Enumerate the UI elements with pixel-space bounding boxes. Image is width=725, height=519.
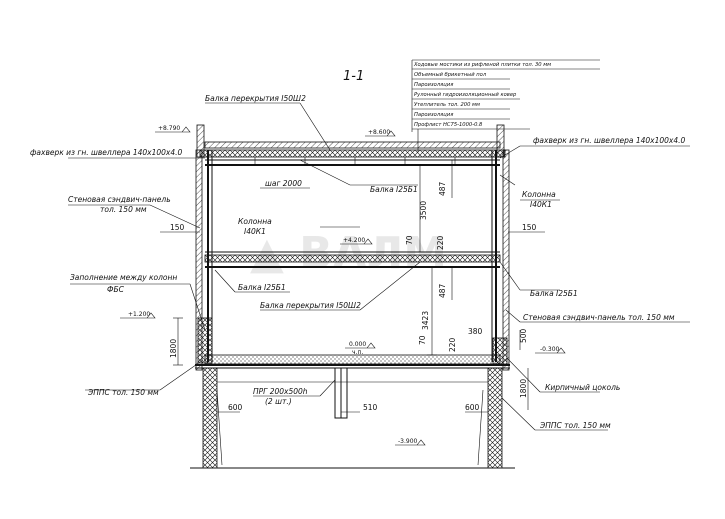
elev-8600: +8.600 <box>368 129 390 136</box>
mid-floor <box>204 251 501 268</box>
label-beam-i25-top: Балка I25Б1 <box>370 185 418 194</box>
dim-500: 500 <box>519 328 528 343</box>
label-purlin-left: фахверк из гн. швеллера 140х100х4.0 <box>30 148 183 157</box>
label-column-left-1: Колонна <box>238 217 272 226</box>
dim-600-left: 600 <box>228 403 243 412</box>
elev-0000-note: ч.п. <box>352 349 363 356</box>
dim-70-top: 70 <box>405 235 414 245</box>
ground-slab <box>195 354 510 369</box>
label-brick-plinth: Кирпичный цоколь <box>545 383 620 392</box>
label-fill-1: Заполнение между колонн <box>70 273 177 282</box>
label-column-right-2: I40К1 <box>530 200 552 209</box>
roof-structure <box>196 124 506 166</box>
elev-0000: 0.000 <box>349 341 366 348</box>
elev-8790: +8.790 <box>158 125 180 132</box>
label-purlin-right: фахверк из гн. швеллера 140х100х4.0 <box>533 136 686 145</box>
label-beam-i25-left: Балка I25Б1 <box>238 283 286 292</box>
foundations <box>190 367 515 469</box>
layer-1: Ходовые мостики из рифленой плитки тол. … <box>413 62 551 68</box>
label-fill-2: ФБС <box>107 285 125 294</box>
elev-4200: +4.200 <box>343 237 365 244</box>
dim-150-right: 150 <box>522 223 537 232</box>
label-column-right-1: Колонна <box>522 190 556 199</box>
label-prg-2: (2 шт.) <box>265 397 292 406</box>
layer-6: Пароизоляция <box>414 112 453 118</box>
elevation-marks <box>120 126 566 446</box>
label-beam-i50-top: Балка перекрытия I50Ш2 <box>205 94 306 103</box>
dim-487-top: 487 <box>438 181 447 196</box>
layer-2: Объемный брикетный пол <box>414 72 487 78</box>
label-step: шаг 2000 <box>265 179 302 188</box>
dim-70-bot: 70 <box>418 335 427 345</box>
dim-3500: 3500 <box>419 201 428 220</box>
label-eps-left: ЭППС тол. 150 мм <box>87 388 159 397</box>
elev-1200: +1.200 <box>128 311 150 318</box>
dim-220-top: 220 <box>436 235 445 250</box>
dim-380: 380 <box>468 327 483 336</box>
dim-220-bot: 220 <box>448 337 457 352</box>
label-beam-i50-mid: Балка перекрытия I50Ш2 <box>260 301 361 310</box>
layer-4: Рулонный гидроизоляционный ковер <box>414 92 517 98</box>
elev-0300: -0.300 <box>540 346 560 353</box>
brick-plinth <box>492 337 508 365</box>
dimension-lines <box>173 160 529 410</box>
horizontal-dims <box>160 231 545 413</box>
dim-3423: 3423 <box>421 311 430 330</box>
section-title: 1-1 <box>343 69 364 84</box>
dim-1800-left: 1800 <box>169 339 178 358</box>
layers-box: Ходовые мостики из рифленой плитки тол. … <box>411 59 600 152</box>
label-sandwich-left-2: тол. 150 мм <box>100 205 147 214</box>
dim-1800-right: 1800 <box>519 379 528 398</box>
label-column-left-2: I40К1 <box>244 227 266 236</box>
label-beam-i25-right: Балка I25Б1 <box>530 289 578 298</box>
label-eps-right: ЭППС тол. 150 мм <box>539 421 611 430</box>
dim-487-mid: 487 <box>438 283 447 298</box>
layer-7: Профлист НС75-1000-0.8 <box>414 122 483 128</box>
watermark: ▲ ВАЛМ <box>250 228 447 279</box>
elev-3900: -3.900 <box>398 438 418 445</box>
dim-510: 510 <box>363 403 378 412</box>
fbs-infill-left <box>197 317 213 364</box>
dim-150-left: 150 <box>170 223 185 232</box>
leader-lines <box>68 102 690 431</box>
label-sandwich-right: Стеновая сэндвич-панель тол. 150 мм <box>523 313 675 322</box>
label-prg-1: ПРГ 200х500h <box>253 387 308 396</box>
layer-3: Пароизоляция <box>414 82 453 88</box>
dim-600-right: 600 <box>465 403 480 412</box>
label-sandwich-left-1: Стеновая сэндвич-панель <box>68 195 171 204</box>
layer-5: Утеплитель тол. 200 мм <box>414 102 480 108</box>
